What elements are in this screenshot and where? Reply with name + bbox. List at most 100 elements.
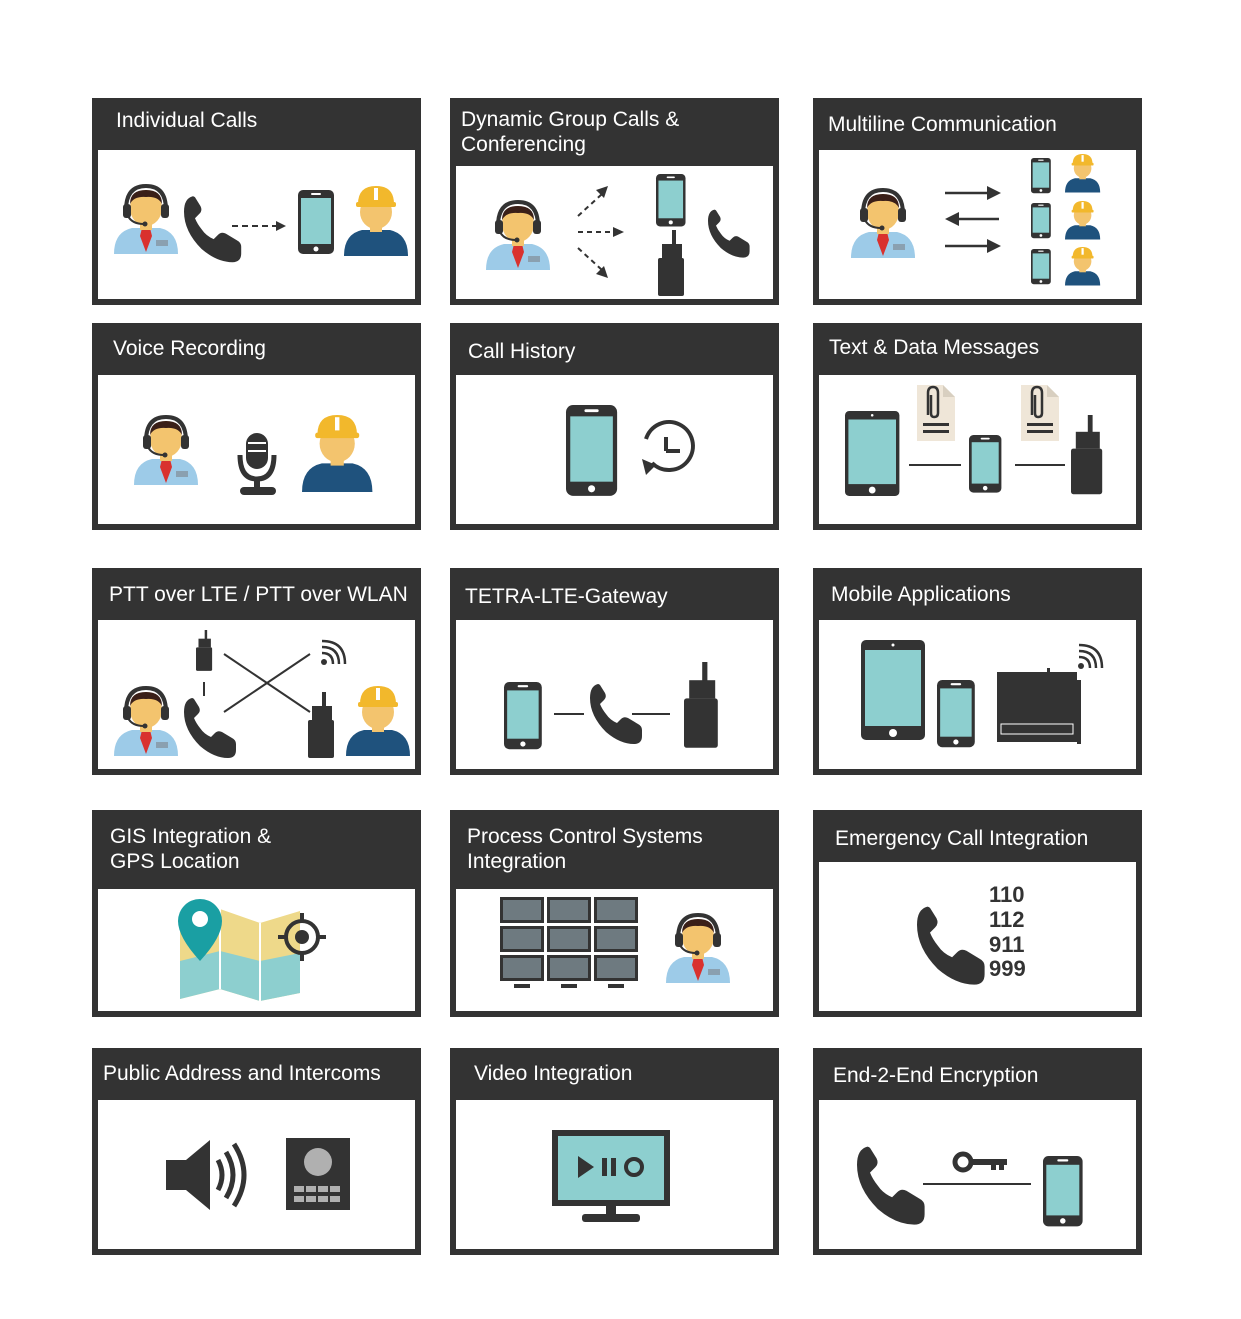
monitor-display: [550, 958, 588, 978]
document-attachment-icon: [915, 383, 957, 443]
smartphone-icon: [656, 174, 686, 227]
dispatcher-icon: [132, 415, 200, 487]
dispatcher-icon: [849, 188, 917, 260]
phone-handset-icon: [708, 209, 750, 258]
card-title: Public Address and Intercoms: [103, 1062, 381, 1085]
speaker-icon: [166, 1140, 247, 1210]
card-title: Process Control Systems Integration: [467, 825, 703, 873]
monitor-display: [597, 958, 635, 978]
radio-icon: [1071, 415, 1103, 495]
card-title: GIS Integration & GPS Location: [110, 825, 272, 873]
card-body: [98, 150, 415, 299]
monitor-display: [550, 929, 588, 949]
card-title: PTT over LTE / PTT over WLAN: [109, 583, 408, 606]
dashed-arrows-icon: [577, 193, 616, 271]
card-title: Individual Calls: [116, 109, 258, 132]
smartphone-icon: [1031, 158, 1051, 194]
card-body: [819, 620, 1136, 769]
card-title: Video Integration: [474, 1062, 633, 1085]
arrows-icon: [945, 191, 999, 248]
smartphone-icon: [1031, 249, 1051, 285]
intercom-icon: [286, 1138, 350, 1210]
arrow-head-icon: [945, 212, 959, 226]
emergency-number: 110: [989, 882, 1025, 907]
dispatcher-icon: [484, 200, 552, 272]
card-body: [98, 889, 415, 1011]
dispatcher-icon: [112, 686, 180, 758]
card-title: Text & Data Messages: [829, 336, 1040, 359]
card-video-integration: Video Integration: [450, 1048, 779, 1255]
smartphone-icon: [566, 405, 618, 496]
monitor-display: [550, 900, 588, 920]
card-body: [456, 1100, 773, 1249]
worker-icon: [1065, 154, 1101, 193]
smartphone-icon: [969, 435, 1002, 493]
card-mobile-applications: Mobile Applications: [813, 568, 1142, 775]
card-body: [98, 375, 415, 524]
wifi-signal-icon: [1076, 643, 1104, 671]
location-pin-icon: [178, 899, 222, 961]
card-voice-recording: Voice Recording: [92, 323, 421, 530]
emergency-number: 999: [989, 956, 1026, 981]
arrow-head-icon: [596, 266, 608, 278]
worker-icon: [302, 415, 373, 492]
smartphone-icon: [937, 680, 975, 748]
router-icon: [997, 668, 1081, 744]
card-body: [456, 620, 773, 769]
monitor-wall-icon: [500, 897, 638, 988]
card-body: [456, 166, 773, 299]
card-title: Mobile Applications: [831, 583, 1011, 606]
card-call-history: Call History: [450, 323, 779, 530]
arrow-head-icon: [596, 186, 608, 198]
phone-handset-icon: [917, 906, 985, 985]
card-body: 110 112 911 999: [819, 862, 1136, 1011]
worker-icon: [1065, 247, 1101, 286]
card-public-address: Public Address and Intercoms: [92, 1048, 421, 1255]
smartphone-icon: [1031, 203, 1051, 239]
monitor-stand: [608, 984, 624, 988]
document-attachment-icon: [1019, 383, 1061, 443]
card-body: [819, 150, 1136, 299]
card-body: [456, 889, 773, 1011]
card-body: [819, 375, 1136, 524]
card-title: Call History: [468, 340, 576, 363]
worker-icon: [346, 686, 410, 756]
tablet-icon: [845, 411, 900, 496]
monitor-display: [503, 958, 541, 978]
arrow-head-icon: [987, 239, 1001, 253]
card-title: TETRA-LTE-Gateway: [465, 585, 668, 608]
phone-handset-icon: [857, 1146, 925, 1225]
microphone-icon: [237, 433, 277, 495]
card-body: [456, 375, 773, 524]
radio-icon: [308, 692, 334, 758]
monitor-display: [597, 929, 635, 949]
radio-icon: [684, 662, 718, 748]
video-monitor-icon: [552, 1130, 670, 1222]
card-body: [98, 1100, 415, 1249]
card-title: Dynamic Group Calls & Conferencing: [461, 108, 680, 156]
card-body: [819, 1100, 1136, 1249]
key-icon: [952, 1151, 1007, 1173]
card-tetra-lte-gateway: TETRA-LTE-Gateway: [450, 568, 779, 775]
worker-icon: [1065, 201, 1101, 240]
target-crosshair-icon: [278, 913, 326, 961]
card-multiline-communication: Multiline Communication: [813, 98, 1142, 305]
clock-history-icon: [642, 420, 695, 475]
monitor-display: [503, 900, 541, 920]
card-body: [98, 620, 415, 769]
monitor-display: [597, 900, 635, 920]
smartphone-icon: [298, 190, 334, 254]
card-process-control: Process Control Systems Integration: [450, 810, 779, 1017]
arrow-head-icon: [276, 221, 286, 231]
card-e2e-encryption: End-2-End Encryption: [813, 1048, 1142, 1255]
card-text-data-messages: Text & Data Messages: [813, 323, 1142, 530]
radio-icon: [196, 630, 213, 671]
smartphone-icon: [1043, 1156, 1083, 1227]
radio-icon: [658, 230, 684, 296]
monitor-display: [503, 929, 541, 949]
card-emergency-call: Emergency Call Integration 110 112 911 9…: [813, 810, 1142, 1017]
emergency-number: 911: [989, 932, 1025, 957]
card-title: Voice Recording: [113, 337, 266, 360]
card-title: Emergency Call Integration: [835, 827, 1089, 850]
